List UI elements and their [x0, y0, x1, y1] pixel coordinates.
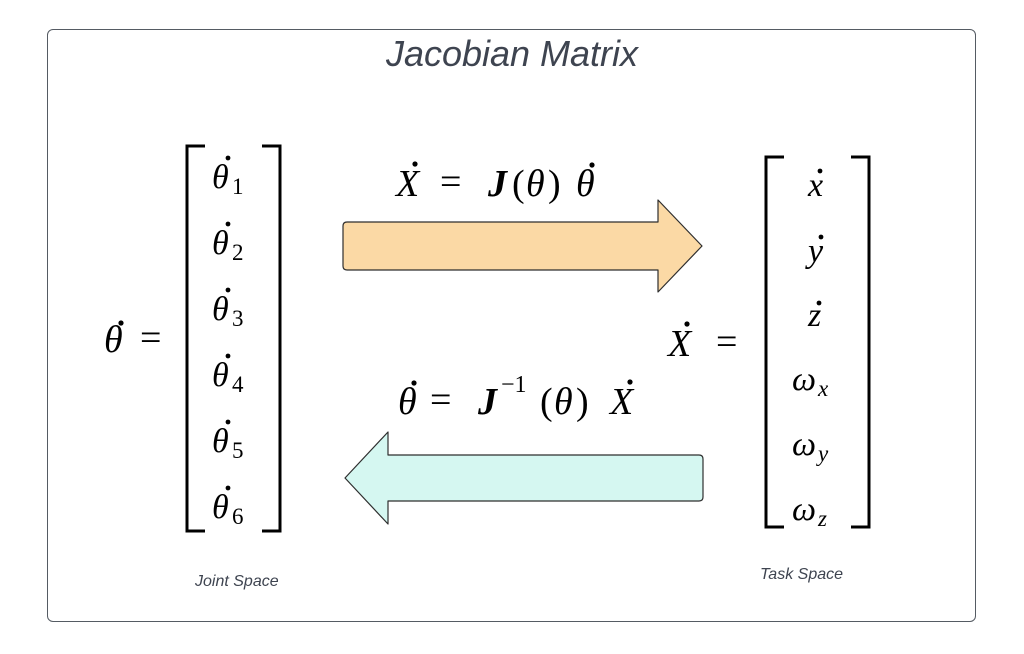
svg-text:(: ( — [540, 381, 553, 423]
svg-text:z: z — [807, 297, 821, 334]
svg-text:1: 1 — [232, 174, 244, 199]
svg-text:ω: ω — [792, 426, 816, 463]
task-matrix-entry-2: y — [805, 233, 824, 270]
joint-vector-definition: θ = θ 1 θ 2 θ 3 θ 4 — [104, 144, 282, 533]
joint-matrix-entry-4: θ 4 — [212, 353, 244, 397]
joint-matrix-entry-3: θ 3 — [212, 287, 244, 331]
svg-text:x: x — [817, 376, 829, 401]
svg-text:θ: θ — [212, 291, 229, 328]
svg-text:θ: θ — [212, 225, 229, 262]
svg-text:X: X — [608, 381, 635, 423]
svg-text:5: 5 — [232, 438, 244, 463]
task-matrix-entry-6: ω z — [792, 491, 827, 531]
inverse-arrow — [344, 431, 704, 525]
task-matrix-entry-5: ω y — [792, 426, 829, 466]
task-vector-equals: = — [716, 321, 737, 363]
task-vector-definition: X = x y z ω x ω y ω z — [666, 155, 871, 531]
svg-text:θ: θ — [212, 159, 229, 196]
joint-matrix-entry-1: θ 1 — [212, 155, 244, 199]
diagram-title: Jacobian Matrix — [385, 33, 639, 74]
task-matrix-entry-1: x — [807, 167, 823, 204]
svg-text:z: z — [817, 506, 827, 531]
svg-text:): ) — [548, 163, 561, 205]
svg-text:4: 4 — [232, 372, 244, 397]
svg-text:3: 3 — [232, 306, 244, 331]
svg-text:θ: θ — [576, 163, 595, 205]
svg-text:J: J — [477, 381, 498, 423]
task-matrix-entry-3: z — [807, 297, 822, 334]
svg-text:): ) — [576, 381, 589, 423]
diagram-frame — [47, 29, 976, 622]
svg-text:θ: θ — [212, 423, 229, 460]
svg-text:θ: θ — [212, 489, 229, 526]
joint-matrix-entry-6: θ 6 — [212, 485, 244, 529]
svg-text:x: x — [807, 167, 823, 204]
joint-vector-symbol: θ — [104, 319, 123, 361]
joint-matrix-right-bracket — [262, 144, 282, 533]
svg-text:=: = — [140, 317, 161, 359]
task-matrix-entry-4: ω x — [792, 361, 829, 401]
svg-text:θ: θ — [212, 357, 229, 394]
task-matrix-right-bracket — [851, 155, 871, 529]
joint-vector-dot — [118, 320, 124, 326]
joint-space-caption: Joint Space — [195, 573, 279, 590]
svg-text:(: ( — [512, 163, 525, 205]
task-vector-dot — [684, 321, 690, 327]
forward-arrow — [342, 199, 703, 293]
joint-matrix-entry-5: θ 5 — [212, 419, 244, 463]
svg-text:X: X — [666, 323, 693, 365]
svg-text:θ: θ — [398, 381, 417, 423]
task-matrix-left-bracket — [764, 155, 784, 529]
svg-text:θ: θ — [554, 381, 573, 423]
task-vector-symbol: X — [666, 323, 693, 365]
joint-matrix-left-bracket — [185, 144, 205, 533]
svg-text:=: = — [716, 321, 737, 363]
svg-text:ω: ω — [792, 491, 816, 528]
inverse-equation: θ = J −1 ( θ ) X — [398, 372, 635, 423]
svg-text:y: y — [805, 233, 824, 270]
svg-text:J: J — [487, 163, 508, 205]
forward-equation: X = J ( θ ) θ — [394, 161, 595, 205]
svg-text:ω: ω — [792, 361, 816, 398]
task-space-caption: Task Space — [760, 566, 844, 583]
svg-text:2: 2 — [232, 240, 244, 265]
svg-text:θ: θ — [104, 319, 123, 361]
joint-vector-equals: = — [140, 317, 161, 359]
svg-text:X: X — [394, 163, 421, 205]
svg-text:y: y — [816, 441, 829, 466]
svg-text:6: 6 — [232, 504, 244, 529]
svg-text:−1: −1 — [501, 372, 527, 398]
svg-text:=: = — [430, 379, 451, 421]
svg-text:=: = — [440, 161, 461, 203]
joint-matrix-entry-2: θ 2 — [212, 221, 244, 265]
svg-text:θ: θ — [526, 163, 545, 205]
